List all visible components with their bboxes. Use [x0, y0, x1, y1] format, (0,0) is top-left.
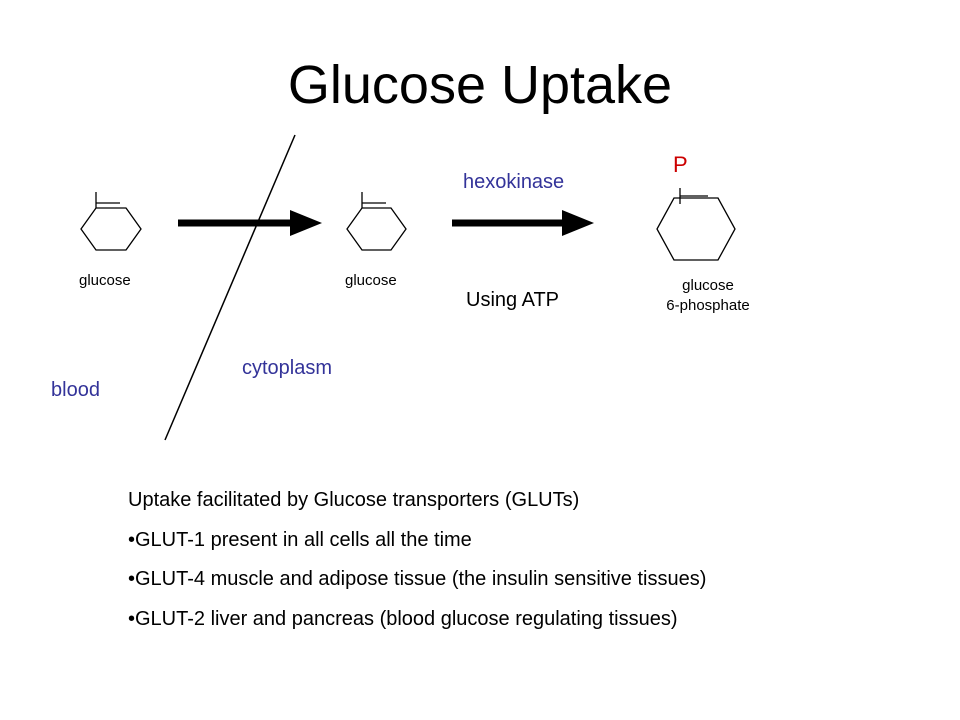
glucose-ring-cytoplasm: [346, 192, 407, 251]
bullet-glut-2: •GLUT-2 liver and pancreas (blood glucos…: [128, 607, 678, 630]
bullet-glut-4: •GLUT-4 muscle and adipose tissue (the i…: [128, 568, 707, 590]
slide-title: Glucose Uptake: [287, 55, 673, 115]
glut-notes: Uptake facilitated by Glucose transporte…: [128, 488, 706, 646]
product-label-line1: glucose: [682, 277, 734, 294]
hexokinase-arrow: [452, 210, 594, 236]
glucose-label-cytoplasm: glucose: [345, 272, 397, 289]
glucose-6-phosphate-ring: [656, 188, 736, 261]
cell-membrane-line: [164, 134, 296, 441]
glucose-6-phosphate-label: glucose 6-phosphate: [648, 278, 768, 313]
notes-heading: Uptake facilitated by Glucose transporte…: [128, 489, 580, 511]
glucose-label-blood: glucose: [79, 272, 131, 289]
transport-arrow: [178, 210, 322, 236]
glucose-ring-blood: [80, 192, 142, 251]
product-label-line2: 6-phosphate: [666, 297, 750, 314]
cytoplasm-label: cytoplasm: [242, 357, 333, 379]
hexokinase-label: hexokinase: [463, 171, 565, 193]
bullet-glut-1: •GLUT-1 present in all cells all the tim…: [128, 528, 472, 551]
blood-label: blood: [51, 379, 100, 401]
phosphate-label: P: [673, 152, 688, 177]
using-atp-label: Using ATP: [466, 289, 559, 311]
